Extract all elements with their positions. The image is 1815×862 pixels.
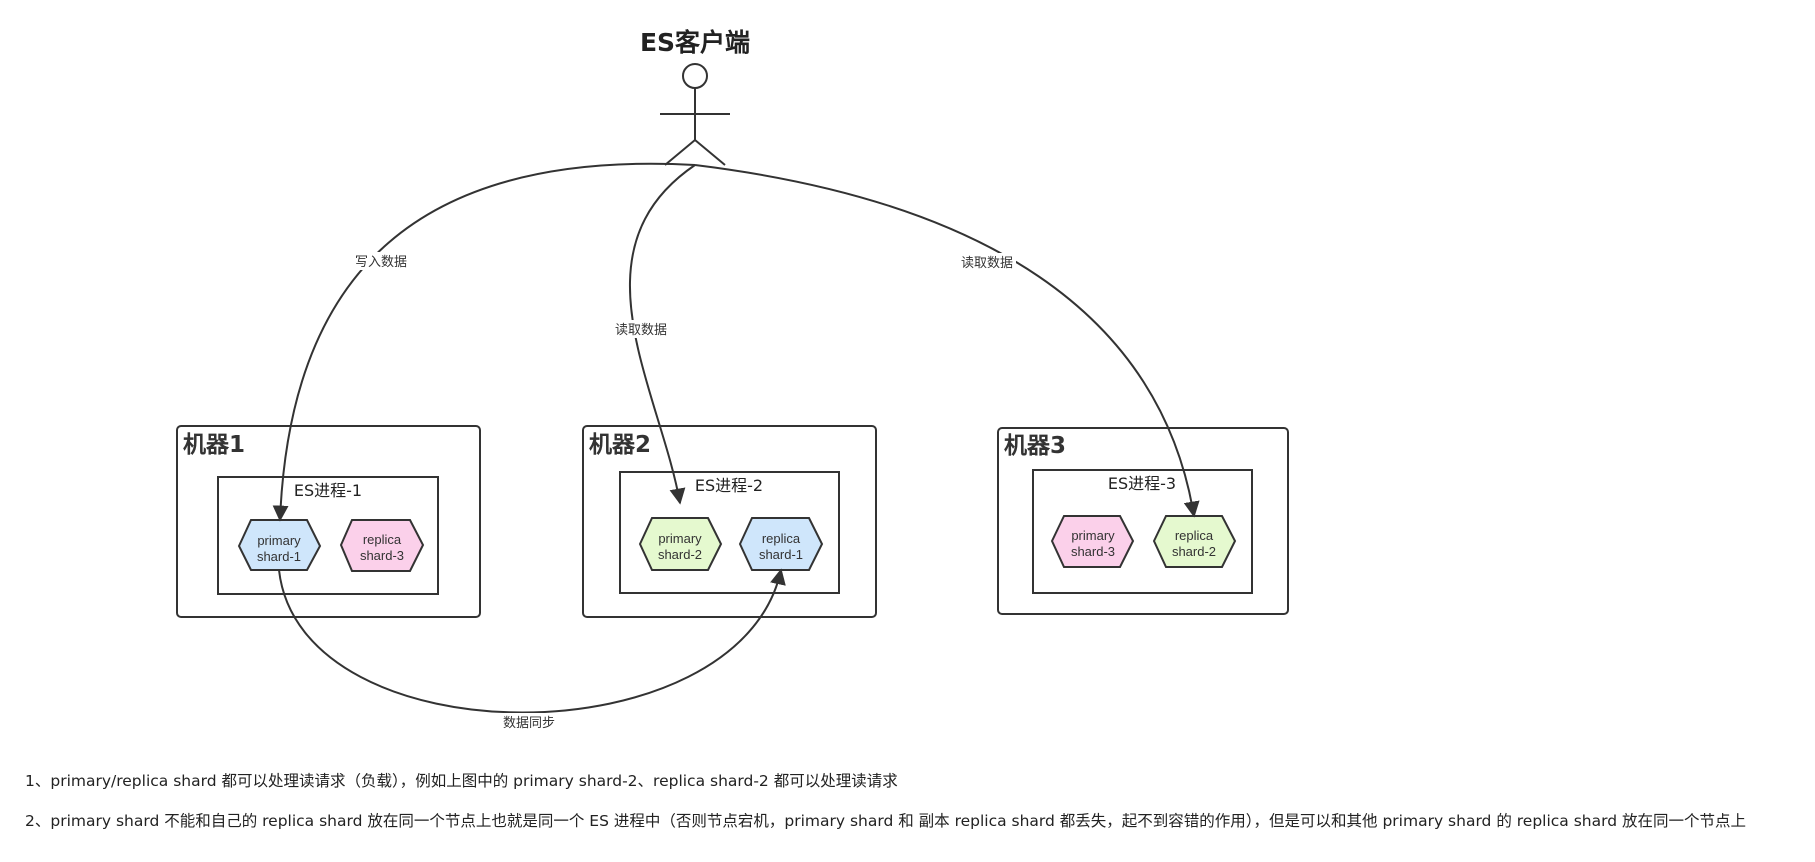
- machine-3: 机器3 ES进程-3 primary shard-3 replica shard…: [997, 427, 1289, 615]
- svg-text:primary: primary: [1071, 528, 1115, 543]
- svg-text:shard-2: shard-2: [1172, 544, 1216, 559]
- edge-sync: [278, 568, 786, 714]
- machine-2-label: 机器2: [589, 432, 651, 458]
- process-3-label: ES进程-3: [1108, 474, 1176, 493]
- svg-text:shard-2: shard-2: [658, 547, 702, 562]
- process-2-label: ES进程-2: [695, 476, 763, 495]
- shard-primary-1: primary shard-1: [237, 519, 322, 571]
- svg-text:primary: primary: [257, 533, 301, 548]
- note-2: 2、primary shard 不能和自己的 replica shard 放在同…: [25, 812, 1746, 830]
- edge-read-right: [694, 164, 1200, 518]
- svg-text:shard-3: shard-3: [1071, 544, 1115, 559]
- note-1: 1、primary/replica shard 都可以处理读请求（负载），例如上…: [25, 772, 898, 790]
- actor-stick-figure: [660, 63, 730, 166]
- svg-text:replica: replica: [363, 532, 402, 547]
- shard-replica-1-on-machine-2: replica shard-1: [738, 517, 824, 571]
- svg-text:shard-1: shard-1: [759, 547, 803, 562]
- edge-read-right-label: 读取数据: [961, 255, 1013, 270]
- svg-text:replica: replica: [762, 531, 801, 546]
- shard-primary-2: primary shard-2: [638, 517, 723, 571]
- shard-replica-2-on-machine-3: replica shard-2: [1152, 515, 1237, 568]
- machine-3-label: 机器3: [1004, 433, 1066, 459]
- svg-text:replica: replica: [1175, 528, 1214, 543]
- edge-write: [272, 162, 696, 522]
- edge-read-middle-label: 读取数据: [615, 322, 667, 337]
- machine-1: 机器1 ES进程-1 primary shard-1 replica shard…: [176, 425, 481, 618]
- svg-text:shard-3: shard-3: [360, 548, 404, 563]
- edge-write-label: 写入数据: [355, 254, 407, 269]
- shard-replica-3-on-machine-1: replica shard-3: [339, 519, 425, 572]
- machine-1-label: 机器1: [183, 432, 245, 458]
- svg-text:primary: primary: [658, 531, 702, 546]
- shard-primary-3: primary shard-3: [1050, 515, 1135, 568]
- edge-sync-label: 数据同步: [503, 715, 555, 730]
- svg-text:shard-1: shard-1: [257, 549, 301, 564]
- actor-head: [682, 63, 708, 89]
- machine-2: 机器2 ES进程-2 primary shard-2 replica shard…: [582, 425, 877, 618]
- actor-label: ES客户端: [640, 28, 750, 57]
- process-1-label: ES进程-1: [294, 481, 362, 500]
